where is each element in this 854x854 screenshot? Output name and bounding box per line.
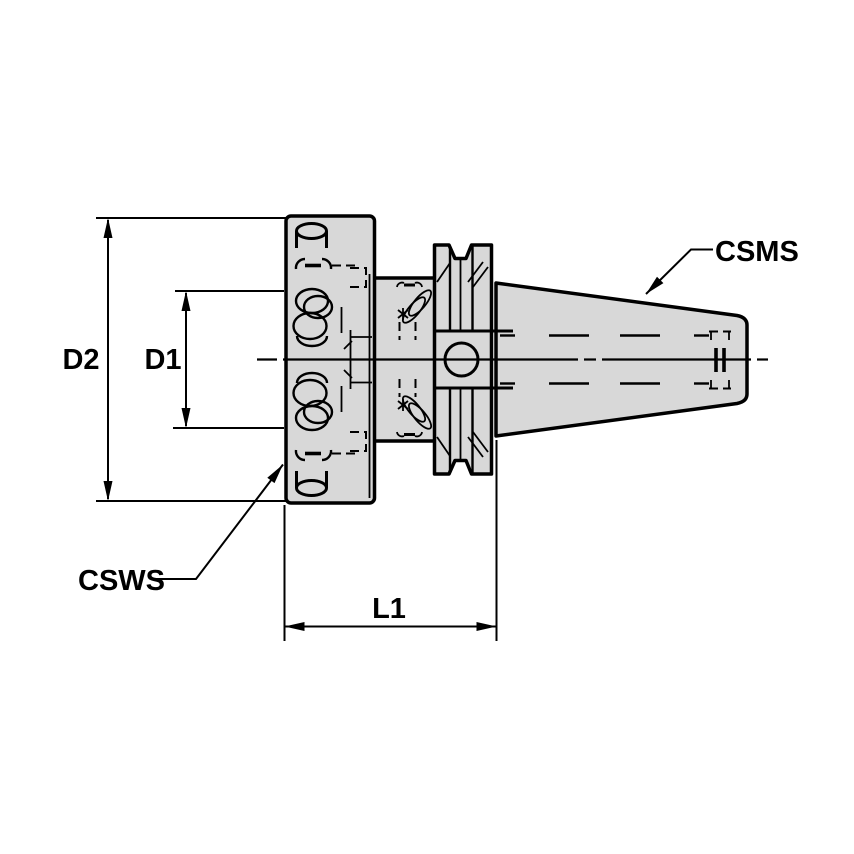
dimension-l1: L1 xyxy=(283,440,498,641)
callout-csms: CSMS xyxy=(645,236,799,295)
arrowhead-down xyxy=(103,481,113,501)
arrowhead-up xyxy=(181,291,191,311)
arrowhead-up xyxy=(103,218,113,238)
arrowhead-left xyxy=(284,622,305,631)
arrowhead-right xyxy=(476,622,497,631)
v-flange-details xyxy=(434,246,513,473)
dimension-d1: D1 xyxy=(144,290,284,429)
label-d1: D1 xyxy=(144,344,181,376)
holder-body-details xyxy=(292,222,372,498)
label-csms: CSMS xyxy=(715,236,799,268)
label-d2: D2 xyxy=(62,344,99,376)
callout-csws: CSWS xyxy=(78,463,284,597)
dimension-d2: D2 xyxy=(62,217,286,502)
taper-details xyxy=(500,330,731,390)
label-csws: CSWS xyxy=(78,565,165,597)
leader-arrowhead xyxy=(646,276,664,294)
arrowhead-down xyxy=(181,408,191,428)
neck-details xyxy=(396,281,433,438)
label-l1: L1 xyxy=(372,593,406,625)
leader-arrowhead xyxy=(267,464,283,484)
